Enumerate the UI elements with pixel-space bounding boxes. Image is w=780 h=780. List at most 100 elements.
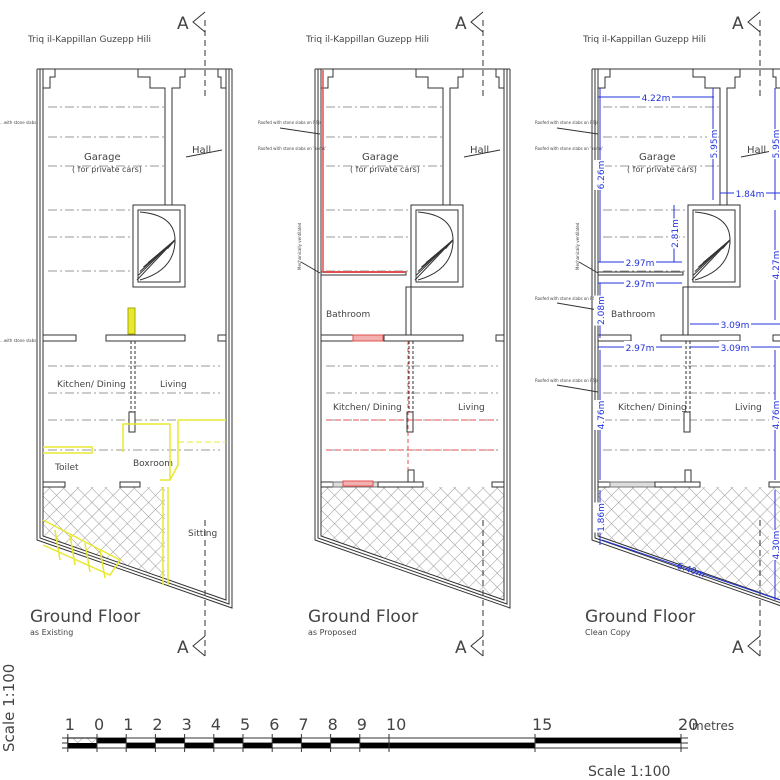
dimension-label: 2.97m — [626, 280, 655, 290]
staircase-well — [692, 209, 736, 283]
scale-bar-caption: Scale 1:100 — [588, 764, 670, 780]
room-label-living: Living — [160, 380, 187, 390]
scale-bar-segment — [330, 738, 360, 743]
note-roof-rsj: Roofed with stone slabs on RSJs — [535, 378, 599, 383]
scale-bar-segment — [389, 743, 535, 748]
room-label-toilet: Toilet — [54, 463, 79, 473]
scale-bar-tick-label: 3 — [182, 715, 192, 734]
facade-pier — [772, 68, 780, 89]
room-label-garage: Garage — [362, 152, 399, 163]
scale-bar-segment — [126, 743, 156, 748]
scale-bar-tick-label: 0 — [94, 715, 104, 734]
partition-pier — [128, 411, 136, 433]
staircase-well — [415, 209, 459, 283]
stair-handrail — [694, 211, 731, 281]
section-marker-label: A — [732, 638, 744, 658]
leader-line — [556, 384, 599, 393]
dimension-label: 5.95m — [772, 130, 780, 159]
proposed-opening — [352, 334, 384, 342]
cross-wall — [320, 334, 355, 342]
cross-wall — [105, 334, 186, 342]
yard-hatch — [43, 487, 165, 579]
partition-pier — [406, 411, 414, 433]
outer-wall — [591, 69, 780, 607]
room-label-bathroom: Bathroom — [611, 310, 655, 320]
room-label-hall: Hall — [470, 145, 489, 156]
back-wall — [654, 481, 701, 488]
plan-title: Ground Floor — [308, 607, 418, 627]
dimension-label-bg — [769, 129, 780, 159]
section-marker-label: A — [455, 14, 467, 34]
yard-hatch — [598, 487, 780, 600]
leader-line — [578, 261, 599, 274]
dimension-label: 5.95m — [710, 130, 720, 159]
scale-bar-segment — [243, 743, 273, 748]
cross-wall — [495, 334, 505, 342]
dimension-label-bg — [594, 295, 605, 326]
section-arrow-icon — [192, 11, 206, 33]
dimension-label-bg — [624, 256, 656, 267]
room-label-hall: Hall — [747, 145, 766, 156]
dimension-label: 4.76m — [597, 401, 607, 430]
note-roof-slabs: ...with stone slabs — [0, 338, 36, 343]
back-wall — [407, 469, 415, 483]
room-label-garage-note: ( for private cars) — [350, 165, 420, 174]
scale-bar-segment — [301, 743, 331, 748]
leader-line — [300, 261, 321, 274]
leader-line — [556, 302, 599, 311]
room-label-garage: Garage — [84, 152, 121, 163]
back-wall — [42, 481, 66, 488]
scale-bar-tick-label: 5 — [240, 715, 250, 734]
plan-subtitle: as Proposed — [308, 628, 356, 637]
dimension-label: 3.09m — [721, 344, 750, 354]
outer-wall-inner-line — [317, 69, 508, 605]
dimension-label-bg — [594, 502, 605, 533]
room-label-kitchen: Kitchen/ Dining — [57, 380, 126, 390]
section-arrow-icon — [470, 635, 484, 657]
dimension-label-bg — [594, 160, 605, 190]
back-wall — [491, 481, 505, 488]
dimension-label: 4.30m — [772, 531, 780, 560]
dimension-label-bg — [769, 400, 780, 430]
scale-bar-segment — [359, 743, 389, 748]
outer-wall — [314, 69, 511, 609]
scale-bar-tick-label: 1 — [123, 715, 133, 734]
dimension-line — [601, 539, 780, 601]
dimension-label-bg — [640, 91, 672, 102]
proposed-opening — [342, 480, 374, 487]
stair-handrail — [417, 211, 454, 281]
room-label-kitchen: Kitchen/ Dining — [618, 403, 687, 413]
note-ventilation: Mechanically ventilated — [297, 222, 302, 270]
room-label-garage: Garage — [639, 152, 676, 163]
street-label: Triq il-Kappillan Guzepp Hili — [582, 35, 706, 45]
scale-bar-tick-label: 2 — [152, 715, 162, 734]
dimension-label: 2.08m — [597, 296, 607, 325]
facade-pier — [43, 68, 56, 89]
scale-bar-tick-label: 7 — [298, 715, 308, 734]
plan-title: Ground Floor — [585, 607, 695, 627]
existing-door-highlight — [127, 307, 136, 335]
dimension-label-bg — [594, 400, 605, 430]
room-label-hall: Hall — [192, 145, 211, 156]
partition-pier — [683, 411, 691, 433]
section-marker-label: A — [177, 638, 189, 658]
note-roof-rsj: Roofed with stone slabs on RSJs — [535, 296, 599, 301]
room-label-living: Living — [735, 403, 762, 413]
dimension-label-bg — [769, 250, 780, 280]
leader-line — [279, 127, 321, 135]
scale-bar-segment — [213, 738, 243, 743]
section-arrow-icon — [192, 635, 206, 657]
back-wall — [684, 469, 692, 483]
section-marker-label: A — [732, 14, 744, 34]
plan-subtitle: as Existing — [30, 628, 73, 637]
room-label-boxroom: Boxroom — [133, 459, 173, 469]
scale-side-label: Scale 1:100 — [0, 664, 18, 752]
dimension-label: 1.84m — [736, 190, 765, 200]
scale-bar-segment — [97, 738, 127, 743]
scale-bar-segment — [272, 738, 302, 743]
stair-handrail — [139, 211, 176, 281]
